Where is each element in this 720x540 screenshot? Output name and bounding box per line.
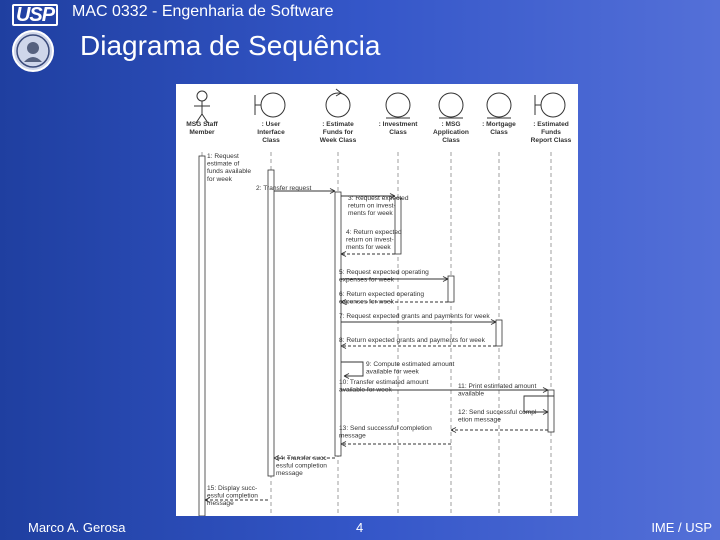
self-message-arrow xyxy=(523,395,554,413)
message-arrow-head xyxy=(450,427,457,433)
activation-bar xyxy=(334,191,342,457)
activation-bar xyxy=(495,319,503,347)
message-label: 7: Request expected grants and payments … xyxy=(339,313,490,320)
boundary-icon xyxy=(260,92,286,118)
entity-icon xyxy=(438,92,464,118)
boundary-icon xyxy=(540,92,566,118)
activation-bar xyxy=(267,169,275,477)
message-arrow-head xyxy=(273,455,280,461)
self-message-head xyxy=(343,373,350,379)
university-seal-icon xyxy=(12,30,54,72)
activation-bar xyxy=(394,197,402,255)
activation-bar xyxy=(447,275,455,303)
message-arrow-head xyxy=(340,343,347,349)
footer-author: Marco A. Gerosa xyxy=(28,520,126,535)
entity-icon xyxy=(385,92,411,118)
message-arrow-head xyxy=(340,441,347,447)
actor-body-icon xyxy=(194,101,210,124)
usp-logo: USP xyxy=(12,4,58,26)
activation-bar xyxy=(198,155,206,517)
control-arrow-icon xyxy=(335,88,342,97)
message-arrow-head xyxy=(442,276,449,282)
message-arrow-head xyxy=(340,251,347,257)
message-arrow-head xyxy=(389,193,396,199)
control-icon xyxy=(325,92,351,118)
message-arrow-head xyxy=(340,299,347,305)
message-label: 2: Transfer request xyxy=(256,185,312,192)
entity-icon xyxy=(486,92,512,118)
boundary-bar-icon xyxy=(534,95,541,115)
message-arrow-head xyxy=(329,188,336,194)
header-logos: USP xyxy=(0,0,72,90)
boundary-bar-icon xyxy=(254,95,261,115)
course-title: MAC 0332 - Engenharia de Software xyxy=(72,3,334,20)
actor-icon xyxy=(196,90,208,102)
message-arrow-head xyxy=(490,319,497,325)
self-message-head xyxy=(542,409,549,415)
message-label: 8: Return expected grants and payments f… xyxy=(339,337,486,344)
message-arrow-head xyxy=(542,387,549,393)
self-message-arrow xyxy=(341,361,364,377)
message-label: 12: Send successful compl-etion message xyxy=(458,409,539,424)
slide-title: Diagrama de Sequência xyxy=(80,30,381,61)
page-number: 4 xyxy=(356,520,364,535)
activation-bar xyxy=(547,389,555,433)
message-arrow-head xyxy=(204,497,211,503)
footer-institution: IME / USP xyxy=(651,520,712,535)
